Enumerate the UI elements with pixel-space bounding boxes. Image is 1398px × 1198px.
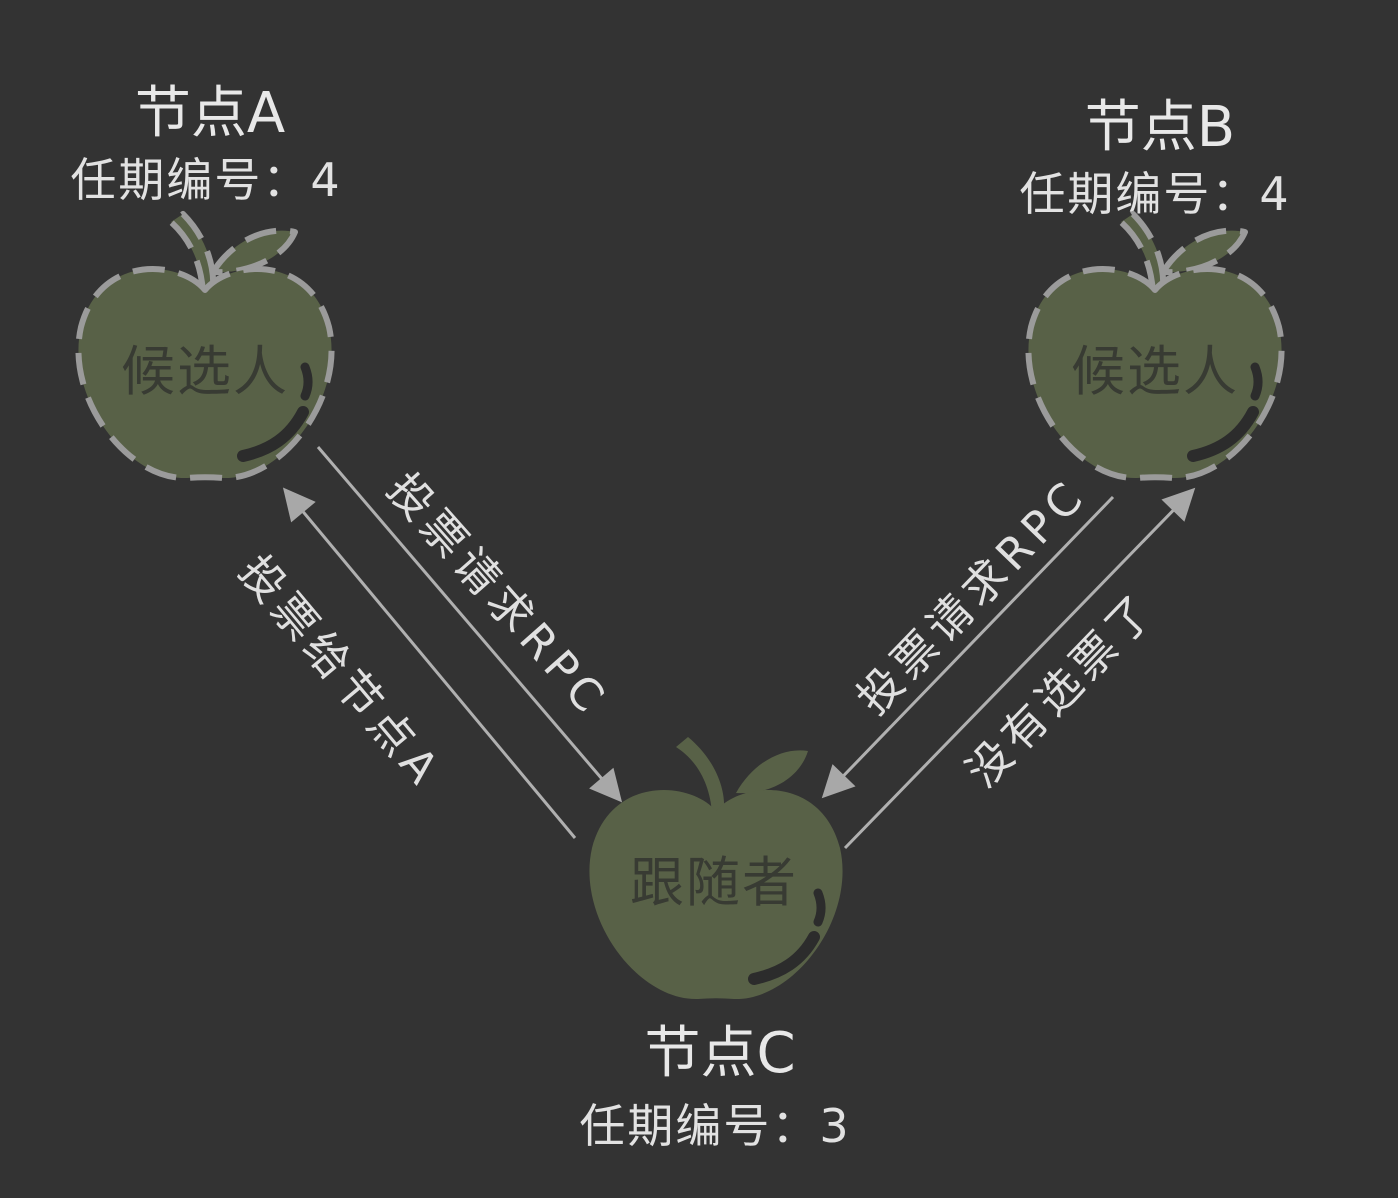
node-c-title: 节点C bbox=[644, 1021, 795, 1086]
apple-body bbox=[589, 789, 843, 1000]
node-b-title: 节点B bbox=[1085, 95, 1235, 160]
apple-leaf bbox=[1160, 227, 1248, 276]
apple-stem bbox=[676, 737, 725, 813]
node-b-apple-icon: 候选人 bbox=[1025, 211, 1285, 482]
node-b-term: 任期编号：4 bbox=[1019, 167, 1290, 221]
apple-highlight-dot bbox=[300, 362, 313, 401]
node-c-apple-icon: 跟随者 bbox=[589, 737, 843, 1000]
apple-highlight-dot bbox=[813, 888, 826, 927]
edge-label-a-to-c: 投票请求RPC bbox=[377, 464, 618, 727]
apple-body bbox=[1025, 265, 1285, 482]
arrow-c-to-a bbox=[282, 487, 577, 839]
node-c: 跟随者 节点C 任期编号：3 bbox=[579, 737, 850, 1153]
node-a-term: 任期编号：4 bbox=[70, 153, 341, 207]
arrow-a-to-c bbox=[316, 446, 623, 803]
arrow-c-to-b bbox=[843, 487, 1196, 850]
node-b: 节点B 任期编号：4 候选人 bbox=[1019, 95, 1290, 482]
apple-leaf bbox=[210, 227, 298, 276]
node-c-term: 任期编号：3 bbox=[579, 1099, 850, 1153]
apple-highlight-dot bbox=[1250, 362, 1263, 401]
edge-label-c-to-a: 投票给节点A bbox=[229, 546, 452, 798]
apple-body bbox=[75, 265, 335, 482]
node-b-role: 候选人 bbox=[1071, 340, 1239, 403]
apple-highlight-curve bbox=[237, 406, 309, 462]
node-a-role: 候选人 bbox=[121, 340, 289, 403]
node-a-title: 节点A bbox=[135, 81, 285, 146]
node-a: 节点A 任期编号：4 候选人 bbox=[70, 81, 341, 482]
apple-highlight-curve bbox=[748, 931, 820, 985]
node-a-apple-icon: 候选人 bbox=[75, 211, 335, 482]
apple-leaf bbox=[736, 750, 808, 794]
node-c-role: 跟随者 bbox=[630, 851, 798, 914]
arrow-b-to-c bbox=[821, 495, 1115, 799]
apple-highlight-curve bbox=[1187, 406, 1259, 462]
